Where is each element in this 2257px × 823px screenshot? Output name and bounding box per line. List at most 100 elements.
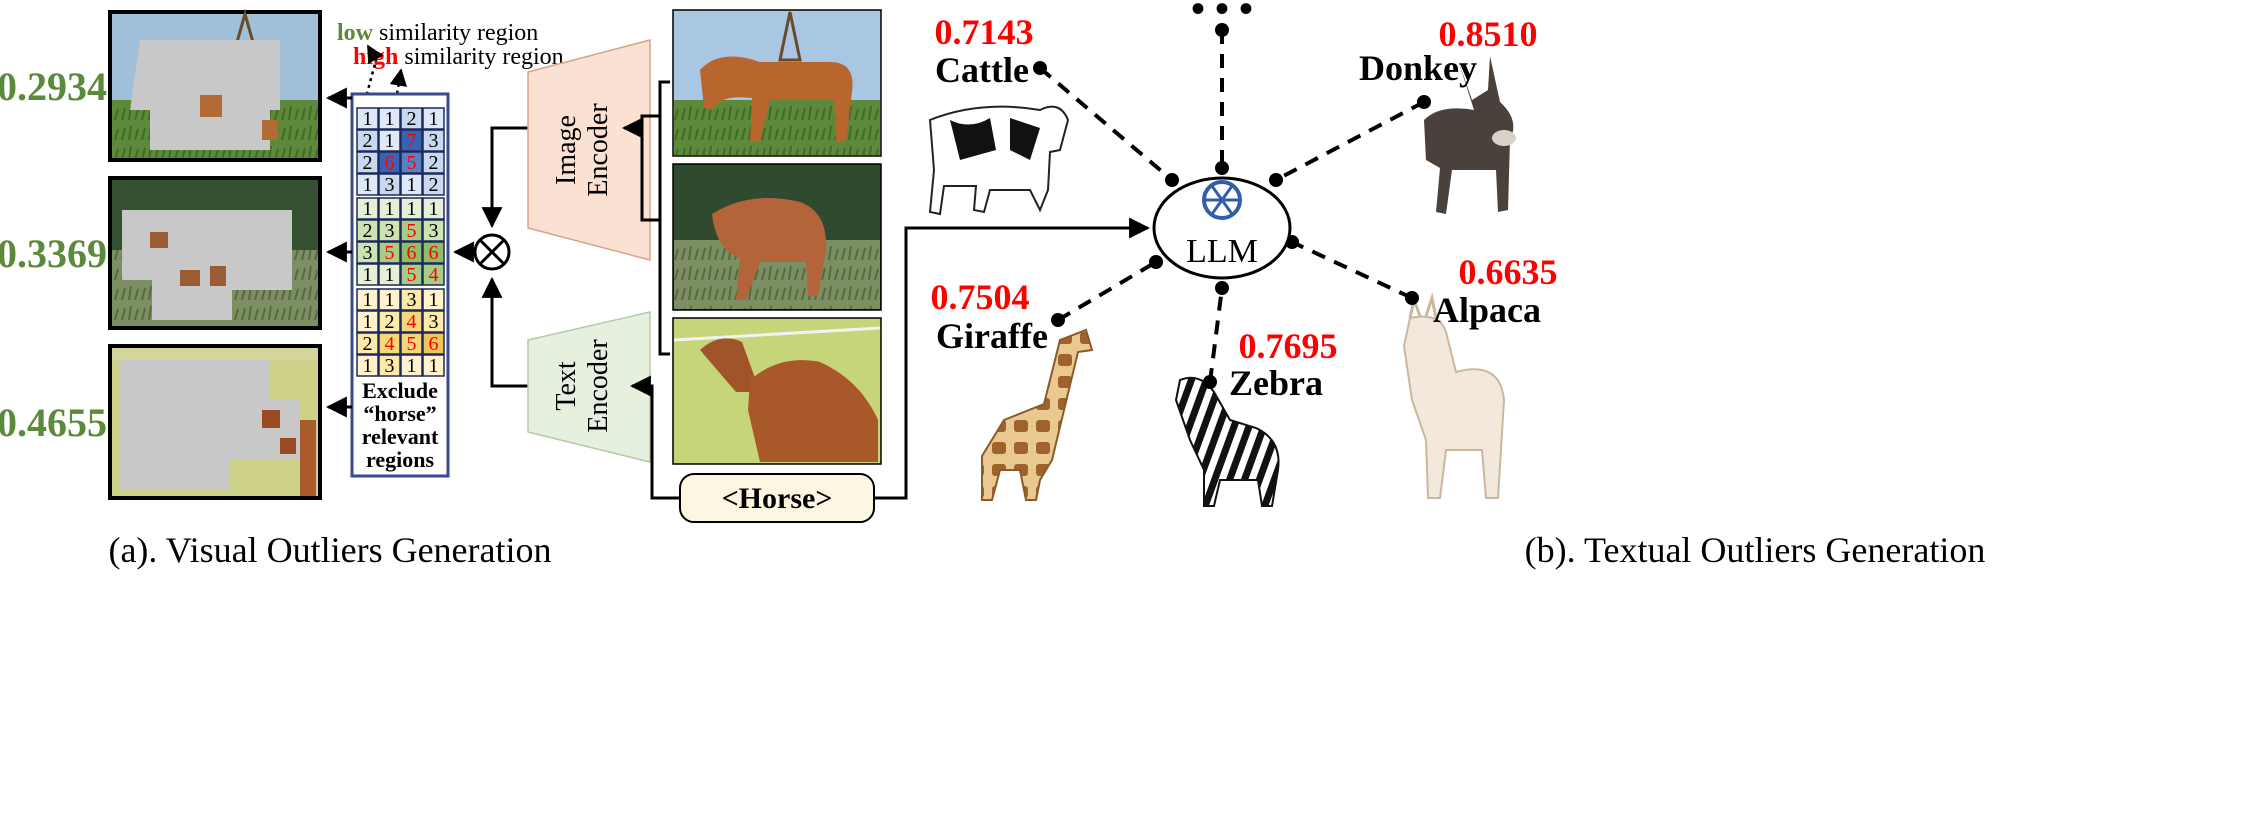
node-zebra — [1203, 375, 1217, 389]
grid-cell-value: 1 — [363, 311, 373, 333]
masked-image-2 — [108, 176, 322, 330]
grid-cell — [400, 332, 423, 355]
grid-cell-value: 5 — [407, 220, 417, 242]
donkey-image — [1424, 56, 1516, 214]
caption-b: (b). Textual Outliers Generation — [1525, 530, 1986, 570]
node-cattle — [1033, 61, 1047, 75]
grid-cell — [378, 129, 401, 152]
grid-cell — [400, 173, 423, 196]
zebra-label: Zebra — [1229, 363, 1323, 403]
donkey-score: 0.8510 — [1439, 14, 1538, 54]
image-encoder — [527, 39, 651, 261]
grid-cell — [400, 129, 423, 152]
grid-cell-value: 3 — [385, 220, 395, 242]
grid-cell-value: 1 — [407, 174, 417, 196]
giraffe-score: 0.7504 — [931, 277, 1030, 317]
donkey-label: Donkey — [1359, 48, 1477, 88]
grid-cell-value: 5 — [407, 333, 417, 355]
grid-cell-value: 2 — [429, 152, 439, 174]
image-bracket — [658, 80, 670, 356]
grid-cell — [400, 263, 423, 286]
grid-cell-value: 2 — [385, 311, 395, 333]
grid-cell-value: 6 — [385, 152, 395, 174]
grid-cell-value: 1 — [385, 108, 395, 130]
grid-cell-value: 2 — [363, 333, 373, 355]
grid-cell — [378, 354, 401, 377]
grid-cell-value: 6 — [429, 333, 439, 355]
grid-cell — [356, 197, 379, 220]
grid-cell-value: 1 — [429, 289, 439, 311]
grid-cell — [400, 107, 423, 130]
grid-cell — [400, 310, 423, 333]
grid-cell — [356, 288, 379, 311]
llm-node — [1152, 176, 1292, 280]
low-pointer — [360, 44, 384, 113]
grid-cell-value: 1 — [385, 264, 395, 286]
grid-cell — [400, 354, 423, 377]
node-more — [1215, 23, 1229, 37]
exclude-line-4: regions — [366, 447, 434, 472]
grid-cell — [378, 263, 401, 286]
node-giraffe — [1051, 313, 1065, 327]
cattle-label: Cattle — [935, 50, 1029, 90]
prompt-to-llm-arrow — [874, 217, 1151, 500]
grid-cell — [356, 310, 379, 333]
grid-cell — [422, 219, 445, 242]
grid-cell — [356, 219, 379, 242]
horse-photo-1 — [672, 9, 882, 157]
grid-cell — [356, 129, 379, 152]
grid-cell-value: 7 — [407, 130, 417, 152]
grid-cell — [356, 173, 379, 196]
grid-cell-value: 1 — [385, 198, 395, 220]
cattle-score: 0.7143 — [935, 12, 1034, 52]
horse-photo-2 — [672, 163, 882, 311]
grid-cell-value: 3 — [429, 311, 439, 333]
exclude-line-2: “horse” — [363, 401, 436, 426]
text-encoder-label-2: Encoder — [583, 339, 614, 433]
grid-cell-value: 5 — [407, 152, 417, 174]
grid-cell-value: 2 — [363, 220, 373, 242]
grid-cell — [422, 354, 445, 377]
grid-cell-value: 1 — [363, 108, 373, 130]
grid-cell — [400, 151, 423, 174]
grid-cell-value: 1 — [363, 355, 373, 377]
grid-cell-value: 2 — [363, 130, 373, 152]
grid-cell — [378, 151, 401, 174]
grid-cell-value: 1 — [363, 198, 373, 220]
grid-cell — [378, 219, 401, 242]
grid-cell-value: 3 — [385, 174, 395, 196]
giraffe-label: Giraffe — [936, 316, 1048, 356]
grid-cell — [356, 263, 379, 286]
grid-cell — [422, 288, 445, 311]
visual-score-1: 0.2934 — [0, 64, 107, 109]
grid-cell — [378, 107, 401, 130]
edge-alpaca — [1291, 240, 1413, 300]
node-alpaca — [1405, 291, 1419, 305]
grid-cell-value: 4 — [407, 311, 417, 333]
alpaca-score: 0.6635 — [1459, 252, 1558, 292]
grid-cell — [378, 288, 401, 311]
image-encoder-label-2: Encoder — [583, 103, 614, 197]
exclude-line-3: relevant — [362, 424, 439, 449]
high-word: high — [353, 44, 398, 70]
horse-photo-3 — [672, 317, 882, 465]
grid-cell-value: 1 — [385, 130, 395, 152]
grid-cell — [422, 332, 445, 355]
grid-cell-value: 1 — [429, 108, 439, 130]
cattle-image — [928, 105, 1070, 216]
grid-cell — [422, 173, 445, 196]
grid-cell — [400, 288, 423, 311]
exclude-line-1: Exclude — [362, 378, 438, 403]
llm-label: LLM — [1186, 233, 1258, 270]
high-suffix: similarity region — [404, 44, 563, 70]
grid-cell — [378, 332, 401, 355]
grid-cell — [356, 151, 379, 174]
grid-cell-value: 2 — [363, 152, 373, 174]
grid-cell-value: 1 — [407, 198, 417, 220]
grid-cell — [378, 197, 401, 220]
grid-cell — [356, 354, 379, 377]
grid-cell-value: 2 — [429, 174, 439, 196]
grid-cell — [378, 310, 401, 333]
